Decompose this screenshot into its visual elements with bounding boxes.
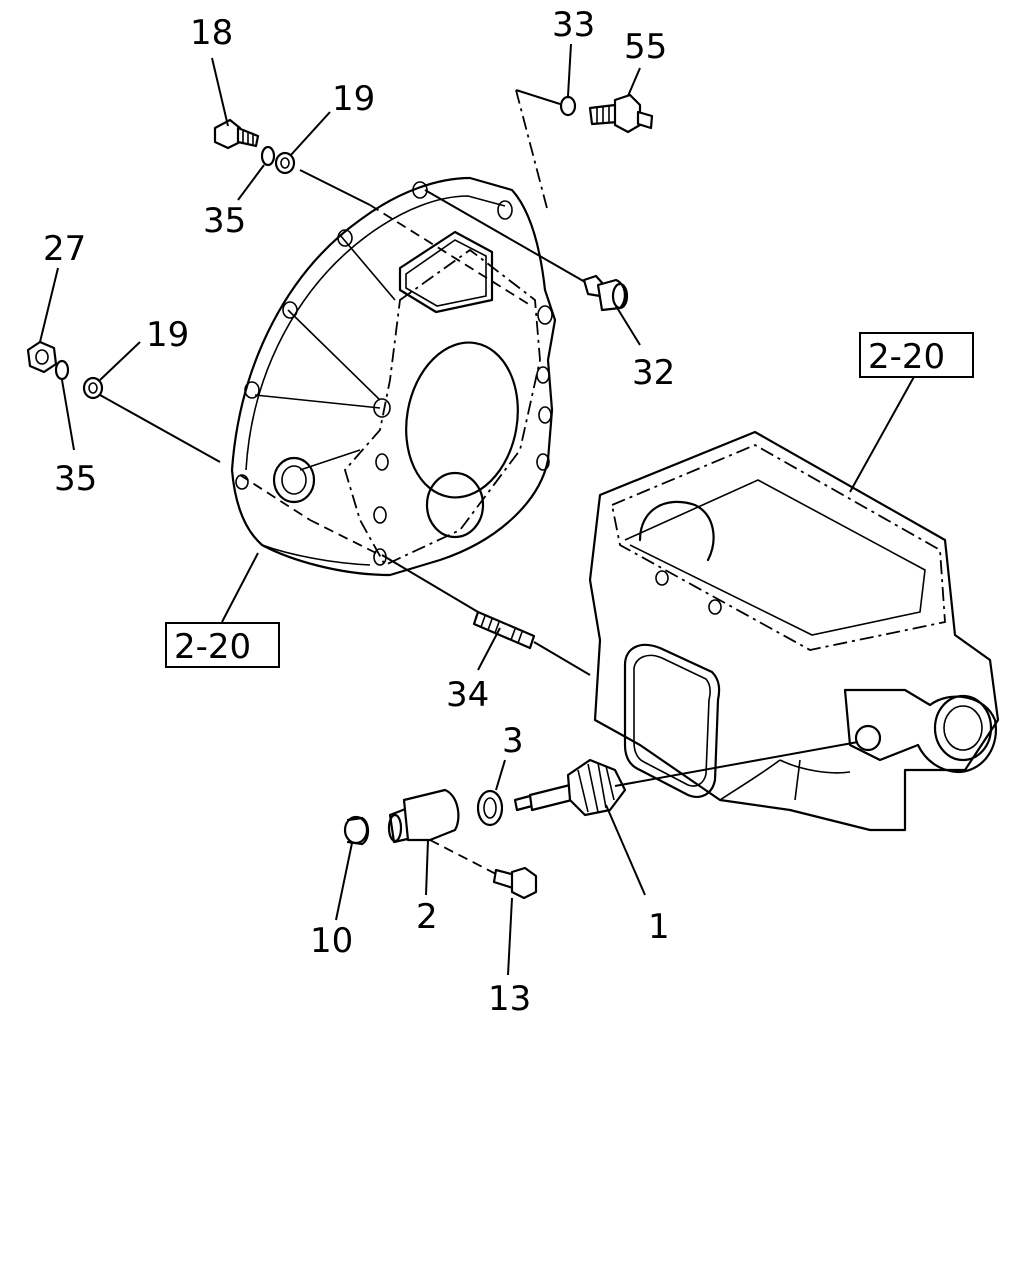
driven-gear-1 [513, 758, 627, 817]
callout-19-upper: 19 [332, 79, 375, 119]
bolt-13 [492, 866, 538, 900]
callout-3: 3 [502, 721, 524, 761]
sleeve-2 [387, 788, 460, 844]
nut-27 [26, 340, 58, 374]
callout-19-lower: 19 [146, 315, 189, 355]
reference-label-case: 2-20 [868, 337, 945, 377]
callout-35-lower: 35 [54, 459, 97, 499]
reference-box-case: 2-20 [859, 332, 974, 378]
bolt-18 [213, 118, 260, 150]
reference-box-housing: 2-20 [165, 622, 280, 668]
callout-27: 27 [43, 229, 86, 269]
washer-19-upper [274, 151, 296, 175]
o-ring-3 [476, 789, 504, 827]
washer-19-lower [82, 376, 104, 400]
callout-18: 18 [190, 13, 233, 53]
cap-10 [343, 815, 370, 846]
bolt-55 [588, 93, 654, 134]
lock-washer-35-upper [260, 145, 276, 167]
callout-33: 33 [552, 5, 595, 45]
flywheel-housing [230, 176, 557, 577]
callout-35-upper: 35 [203, 201, 246, 241]
transmission-case [588, 430, 1000, 832]
plug-32 [582, 274, 629, 312]
callout-10: 10 [310, 921, 353, 961]
callout-leaders [39, 43, 916, 976]
callout-55: 55 [624, 27, 667, 67]
callout-32: 32 [632, 353, 675, 393]
callout-2: 2 [416, 897, 438, 937]
callout-34: 34 [446, 675, 489, 715]
assembly-lines [99, 89, 859, 875]
stud-34 [472, 610, 536, 650]
callout-1: 1 [648, 907, 670, 947]
lock-washer-35-lower [54, 359, 70, 381]
callout-13: 13 [488, 979, 531, 1019]
washer-33 [559, 95, 577, 117]
reference-label-housing: 2-20 [174, 627, 251, 667]
